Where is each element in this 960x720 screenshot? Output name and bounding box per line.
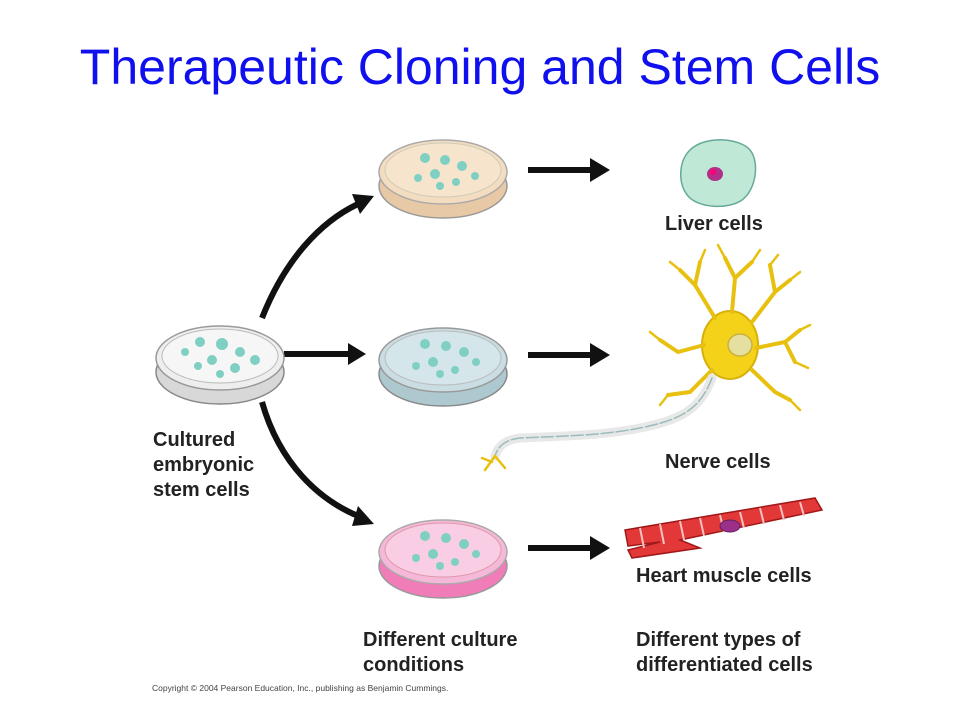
heart-muscle-cells-label: Heart muscle cells: [636, 565, 812, 587]
differentiated-cells-label-line-2: differentiated cells: [636, 654, 813, 676]
stem-cells-label: Cultured embryonic stem cells: [153, 428, 254, 503]
liver-cells-label: Liver cells: [665, 213, 763, 235]
stem-cells-label-line-1: Cultured: [153, 429, 236, 451]
page-title: Therapeutic Cloning and Stem Cells: [79, 39, 881, 95]
culture-conditions-label-line-2: conditions: [363, 654, 465, 676]
stem-cells-label-line-2: embryonic: [153, 454, 255, 476]
culture-conditions-label: Different culture conditions: [363, 628, 517, 678]
differentiated-cells-label-line-1: Different types of: [636, 629, 801, 651]
copyright-notice: Copyright © 2004 Pearson Education, Inc.…: [152, 683, 449, 693]
liver-culture-dish: [378, 139, 508, 219]
stem-cells-label-line-3: stem cells: [153, 479, 250, 501]
heart-culture-dish: [378, 519, 508, 599]
arrow-to-heart-dish: [259, 401, 360, 519]
nerve-cell-illustration: [480, 243, 812, 472]
differentiated-cells-label: Different types of differentiated cells: [636, 628, 813, 678]
nerve-cells-label: Nerve cells: [665, 451, 771, 473]
heart-muscle-cell-illustration: [624, 497, 824, 559]
arrow-to-liver-dish: [259, 201, 360, 320]
liver-cell-illustration: [680, 139, 757, 208]
culture-conditions-label-line-1: Different culture: [363, 629, 518, 651]
stem-cell-dish: [155, 325, 285, 405]
nerve-culture-dish: [378, 327, 508, 407]
